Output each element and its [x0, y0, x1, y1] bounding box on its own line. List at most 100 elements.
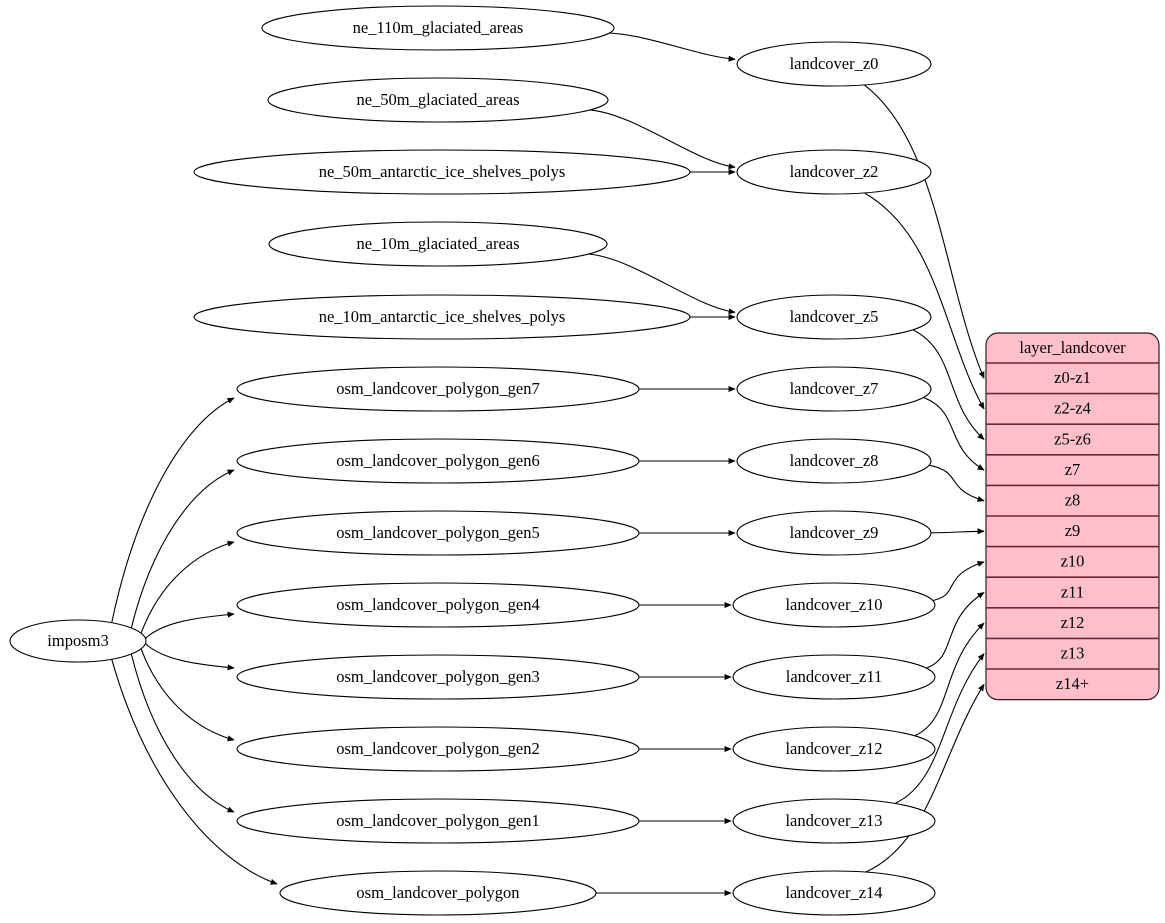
node-ellipse — [732, 654, 936, 700]
edge-imposm3-to-osm-landcover-polygon-gen2 — [140, 648, 234, 740]
table-cell-label: z0-z1 — [1054, 368, 1091, 387]
node-landcover-z13[interactable]: landcover_z13 — [732, 798, 936, 844]
node-osm-landcover-polygon-gen3[interactable]: osm_landcover_polygon_gen3 — [236, 654, 640, 700]
node-osm-landcover-polygon-gen5[interactable]: osm_landcover_polygon_gen5 — [236, 510, 640, 556]
nodes-layer: imposm3 ne_110m_glaciated_areas ne_50m_gla… — [9, 5, 936, 916]
table-row-z5-z6[interactable]: z5-z6 — [1054, 429, 1091, 448]
table-row-z14-[interactable]: z14+ — [1056, 674, 1089, 693]
table-row-z9[interactable]: z9 — [1065, 521, 1081, 540]
node-label: landcover_z14 — [785, 883, 882, 902]
table-row-z7[interactable]: z7 — [1065, 460, 1081, 479]
edge-ne-10m-glaciated-areas-to-landcover-z5 — [588, 253, 735, 312]
node-ne-10m-glaciated-areas[interactable]: ne_10m_glaciated_areas — [268, 221, 608, 267]
edges-layer — [111, 32, 985, 893]
node-landcover-z8[interactable]: landcover_z8 — [736, 438, 932, 484]
node-landcover-z12[interactable]: landcover_z12 — [732, 726, 936, 772]
node-ellipse — [736, 41, 932, 87]
node-landcover-z7[interactable]: landcover_z7 — [736, 366, 932, 412]
edge-landcover-z8-to-row-z8 — [929, 464, 984, 501]
table-cell-label: z10 — [1061, 552, 1085, 571]
node-osm-landcover-polygon-gen2[interactable]: osm_landcover_polygon_gen2 — [236, 726, 640, 772]
table-cell-label: z8 — [1065, 490, 1081, 509]
node-ellipse — [236, 510, 640, 556]
node-landcover-z9[interactable]: landcover_z9 — [736, 510, 932, 556]
node-ellipse — [267, 77, 609, 123]
table-row-z10[interactable]: z10 — [1061, 552, 1085, 571]
node-ellipse — [9, 619, 147, 663]
edge-imposm3-to-osm-landcover-polygon-gen4 — [145, 614, 235, 639]
node-ellipse — [736, 438, 932, 484]
node-landcover-z2[interactable]: landcover_z2 — [736, 149, 932, 195]
node-label: landcover_z7 — [790, 379, 879, 398]
edge-landcover-z0-to-row-z0-z1 — [863, 84, 985, 378]
table-cell-label: z12 — [1061, 613, 1085, 632]
node-landcover-z0[interactable]: landcover_z0 — [736, 41, 932, 87]
node-ellipse — [736, 366, 932, 412]
edge-imposm3-to-osm-landcover-polygon-gen1 — [130, 653, 234, 813]
node-ne-10m-antarctic-ice-shelves-polys[interactable]: ne_10m_antarctic_ice_shelves_polys — [193, 294, 691, 340]
edge-ne-110m-glaciated-areas-to-landcover-z0 — [609, 32, 736, 59]
node-osm-landcover-polygon-gen7[interactable]: osm_landcover_polygon_gen7 — [236, 366, 640, 412]
node-label: ne_10m_glaciated_areas — [356, 234, 519, 253]
table-cell-label: z13 — [1061, 643, 1085, 662]
table-row-z2-z4[interactable]: z2-z4 — [1054, 399, 1091, 418]
node-label: ne_50m_glaciated_areas — [356, 90, 519, 109]
node-ellipse — [268, 221, 608, 267]
table-row-z13[interactable]: z13 — [1061, 643, 1085, 662]
node-label: osm_landcover_polygon_gen1 — [336, 811, 539, 830]
node-landcover-z11[interactable]: landcover_z11 — [732, 654, 936, 700]
table-cell-label: z14+ — [1056, 674, 1089, 693]
node-landcover-z5[interactable]: landcover_z5 — [736, 294, 932, 340]
node-osm-landcover-polygon-gen4[interactable]: osm_landcover_polygon_gen4 — [236, 582, 640, 628]
table-row-z11[interactable]: z11 — [1061, 582, 1084, 601]
node-label: osm_landcover_polygon_gen4 — [336, 595, 539, 614]
node-ellipse — [736, 149, 932, 195]
node-label: landcover_z11 — [786, 667, 883, 686]
node-label: imposm3 — [47, 631, 108, 650]
node-label: landcover_z8 — [790, 451, 879, 470]
node-landcover-z14[interactable]: landcover_z14 — [732, 870, 936, 916]
node-ellipse — [236, 798, 640, 844]
node-label: landcover_z2 — [790, 162, 879, 181]
table-row-z0-z1[interactable]: z0-z1 — [1054, 368, 1091, 387]
node-ellipse — [736, 294, 932, 340]
edge-landcover-z11-to-row-z11 — [926, 592, 985, 669]
layer-landcover-table: layer_landcoverz0-z1z2-z4z5-z6z7z8z9z10z… — [985, 332, 1160, 701]
node-ellipse — [261, 5, 615, 51]
node-landcover-z10[interactable]: landcover_z10 — [732, 582, 936, 628]
edge-imposm3-to-osm-landcover-polygon — [111, 659, 277, 884]
node-osm-landcover-polygon-gen6[interactable]: osm_landcover_polygon_gen6 — [236, 438, 640, 484]
table-row-z8[interactable]: z8 — [1065, 490, 1081, 509]
node-ne-50m-glaciated-areas[interactable]: ne_50m_glaciated_areas — [267, 77, 609, 123]
edge-landcover-z10-to-row-z10 — [932, 562, 984, 602]
edge-landcover-z14-to-row-z14- — [865, 684, 985, 873]
table-row-z12[interactable]: z12 — [1061, 613, 1085, 632]
table-cell-label: z5-z6 — [1054, 429, 1091, 448]
node-label: landcover_z5 — [790, 307, 879, 326]
node-label: landcover_z0 — [790, 54, 879, 73]
edge-landcover-z13-to-row-z13 — [894, 654, 984, 804]
node-label: osm_landcover_polygon_gen3 — [336, 667, 539, 686]
edge-landcover-z9-to-row-z9 — [930, 531, 984, 533]
node-label: osm_landcover_polygon_gen6 — [336, 451, 539, 470]
node-ellipse — [732, 726, 936, 772]
node-label: landcover_z10 — [785, 595, 882, 614]
node-osm-landcover-polygon-gen1[interactable]: osm_landcover_polygon_gen1 — [236, 798, 640, 844]
edge-imposm3-to-osm-landcover-polygon-gen6 — [130, 469, 234, 629]
node-ellipse — [279, 870, 597, 916]
node-osm-landcover-polygon[interactable]: osm_landcover_polygon — [279, 870, 597, 916]
node-ne-110m-glaciated-areas[interactable]: ne_110m_glaciated_areas — [261, 5, 615, 51]
edge-landcover-z5-to-row-z5-z6 — [912, 329, 984, 440]
node-ne-50m-antarctic-ice-shelves-polys[interactable]: ne_50m_antarctic_ice_shelves_polys — [193, 149, 691, 195]
node-ellipse — [236, 366, 640, 412]
table-cell-label: z9 — [1065, 521, 1081, 540]
table-cell-label: z11 — [1061, 582, 1084, 601]
node-imposm3[interactable]: imposm3 — [9, 619, 147, 663]
edge-landcover-z7-to-row-z7 — [923, 396, 985, 471]
node-ellipse — [236, 582, 640, 628]
node-label: osm_landcover_polygon_gen7 — [336, 379, 539, 398]
node-label: osm_landcover_polygon — [356, 883, 519, 902]
node-ellipse — [732, 798, 936, 844]
node-label: landcover_z12 — [785, 739, 882, 758]
